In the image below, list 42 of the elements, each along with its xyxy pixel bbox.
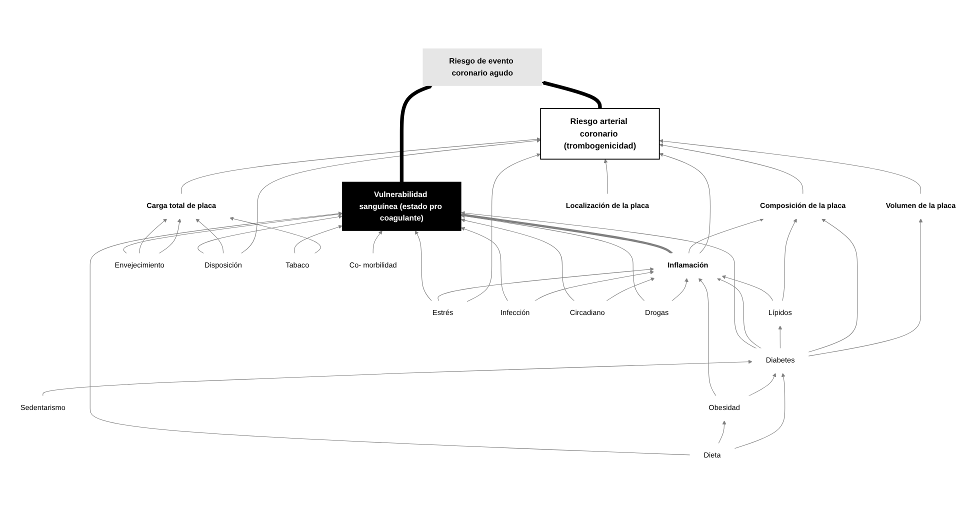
arrow bbox=[659, 139, 922, 194]
arrow bbox=[438, 267, 654, 302]
arrow bbox=[139, 218, 168, 254]
arrow bbox=[534, 270, 654, 302]
arrow bbox=[372, 230, 382, 254]
arrow bbox=[460, 213, 673, 254]
arrow bbox=[42, 360, 752, 396]
arrow bbox=[604, 159, 608, 194]
arrow bbox=[716, 278, 762, 349]
arrow bbox=[123, 212, 342, 254]
arrow bbox=[734, 373, 786, 449]
arrow bbox=[718, 420, 726, 444]
arrow bbox=[415, 230, 432, 302]
node-box bbox=[422, 48, 542, 86]
node-box bbox=[342, 182, 462, 231]
arrow bbox=[672, 278, 688, 302]
arrow bbox=[240, 138, 541, 254]
arrow bbox=[659, 143, 804, 194]
arrow bbox=[466, 153, 541, 302]
arrow bbox=[460, 227, 508, 302]
arrow bbox=[460, 218, 575, 302]
arrow bbox=[400, 84, 433, 182]
arrow bbox=[230, 216, 321, 254]
arrow bbox=[778, 326, 782, 349]
arrow bbox=[181, 137, 541, 194]
arrow bbox=[808, 218, 858, 352]
arrow bbox=[294, 225, 342, 254]
arrow bbox=[748, 373, 776, 396]
arrow bbox=[198, 214, 342, 254]
arrow bbox=[460, 211, 757, 349]
arrow bbox=[659, 152, 710, 254]
arrow bbox=[782, 218, 797, 302]
arrow bbox=[606, 278, 655, 302]
arrow bbox=[158, 218, 182, 254]
arrow bbox=[460, 214, 645, 302]
arrow bbox=[90, 212, 690, 456]
arrow bbox=[808, 218, 923, 356]
arrow bbox=[196, 218, 224, 254]
arrow bbox=[698, 278, 716, 396]
node-box bbox=[540, 108, 660, 160]
arrow bbox=[688, 218, 764, 254]
arrow bbox=[722, 275, 774, 302]
